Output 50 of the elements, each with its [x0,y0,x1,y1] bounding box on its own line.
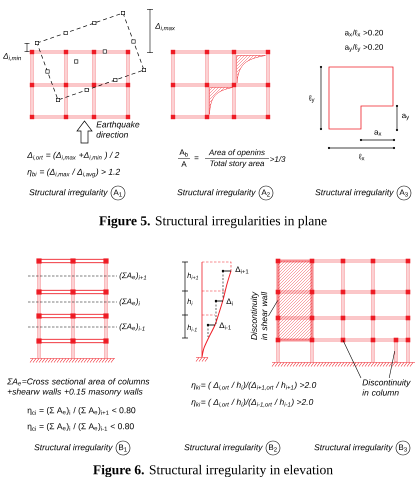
formula: Δ$_{i,ort}$ = (Δ$_{i,max}$ +Δ$_{i,min}$ ) / 2 [27,152,120,160]
formula: η$_{ci}$ = (Σ A$_{e}$)$_{i}$ / (Σ A$_{e}$)$_{i+1}$ < 0.80 [28,407,136,415]
formula-term: Area of openins [208,149,265,157]
circled-label: B$_{2}$ [266,440,280,456]
panel-caption: Structural irregularity [315,189,394,197]
circled-label: B$_{1}$ [116,440,130,456]
circled-label: A$_{2}$ [258,186,274,200]
direction-label: Earthquake direction [96,121,140,138]
annotation-text: Discontinuity in column [362,379,411,396]
panel-caption: Structural irregularity [29,189,108,197]
circled-label: A$_{1}$ [110,186,126,200]
column [342,260,344,340]
formula: η$_{ci}$ = (Σ A$_{e}$)$_{i}$ / (Σ A$_{e}$)$_{i-1}$ < 0.80 [28,423,134,431]
formula: η$_{ki}$= ( Δ$_{i,ort}$ / h$_{i}$)/(Δ$_{i-1,ort}$ / h$_{i-1}$) >2.0 [191,398,314,408]
definition-text: ΣA$_{e}$=Cross sectional area of columns +shearw walls +0.15 masonry walls [7,378,150,396]
formula: η$_{bi}$ = (Δ$_{i,max}$ / Δ$_{i,avg}$) > 1.2 [27,168,120,178]
panel-caption: Structural irregularity [177,189,256,197]
drift-label: Δ$_{i}$ [226,298,232,306]
dimension-label: ℓ$_{y}$ [309,95,315,103]
formula: a$_{y}$/ℓ$_{y}$ >0.20 [344,44,384,52]
formula: a$_{x}$/ℓ$_{x}$ >0.20 [344,30,384,36]
section-label: (ΣA$_{e}$)$_{i-1}$ [120,323,145,331]
formula-term: = [194,156,198,160]
column [394,340,398,362]
section-label: (ΣA$_{e}$)$_{i}$ [120,298,140,306]
formula: η$_{ki}$= ( Δ$_{i,ort}$ / h$_{i}$)/(Δ$_{i+1,ort}$ / h$_{i+1}$) >2.0 [191,382,316,390]
drift-label: Δ$_{i-1}$ [219,322,231,330]
panel-caption: Structural irregularity [314,444,393,452]
dimension-label: a$_{x}$ [374,130,382,136]
dimension-label: Δ$_{i,min}$ [3,53,21,61]
shear-wall [278,260,312,340]
leader-line [342,340,362,378]
figure-caption: Figure 6. Structural irregularity in elevation [93,464,333,477]
leader-line [388,350,395,378]
section-label: (ΣA$_{e}$)$_{i+1}$ [120,272,146,280]
circled-label: B$_{3}$ [396,440,410,456]
panel-caption: Structural irregularity [34,444,113,452]
circled-label: A$_{3}$ [396,186,412,200]
annotation-text: Discontinuity in shear wall [250,292,268,340]
drift-label: Δ$_{i+1}$ [235,266,248,274]
figure-caption: Figure 5. Structural irregularities in plane [99,216,327,228]
formula-term: Total story area [210,160,264,168]
formula-term: >1/3 [270,156,286,162]
dimension-label: ℓ$_{x}$ [359,154,364,160]
formula-term: A [181,161,187,167]
dimension-label: a$_{y}$ [402,114,410,120]
panel-caption: Structural irregularity [184,444,263,452]
dimension-label: Δ$_{i,max}$ [155,23,176,31]
formula-term: A$_{b}$ [179,149,188,157]
leader-line [268,300,278,316]
